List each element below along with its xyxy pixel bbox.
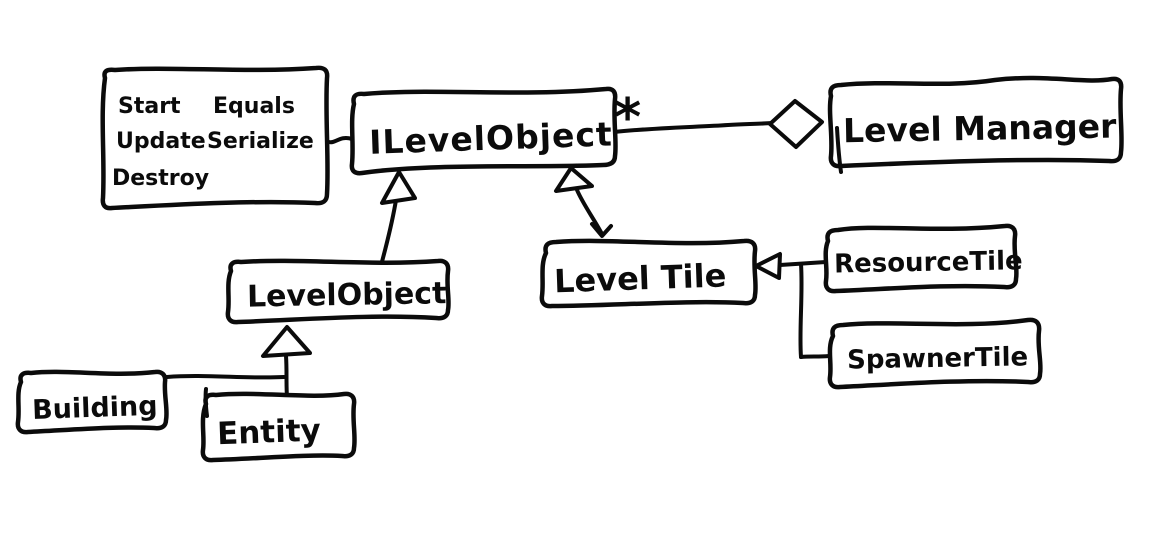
note-method-update: Update bbox=[116, 129, 206, 154]
ilevelobject-label: ILevelObject bbox=[369, 114, 614, 161]
arrowhead-leveltile-end bbox=[590, 222, 613, 238]
edge-lines bbox=[165, 121, 831, 399]
entity-label: Entity bbox=[216, 413, 321, 453]
aggregation-diamond-icon bbox=[768, 99, 824, 149]
spawnertile-label: SpawnerTile bbox=[847, 342, 1029, 375]
ilevelobject-box bbox=[349, 86, 618, 176]
spawner-tile-branch-vertical bbox=[798, 262, 804, 359]
entity-box bbox=[200, 391, 357, 463]
aggregation-line bbox=[612, 121, 774, 134]
note-method-start: Start bbox=[118, 94, 181, 119]
note-method-equals: Equals bbox=[213, 94, 295, 119]
interface-methods-note-box bbox=[100, 65, 330, 211]
resourcetile-box bbox=[823, 223, 1019, 294]
levelmanager-box bbox=[827, 75, 1124, 169]
uml-markers bbox=[261, 99, 824, 358]
levelobject-label: LevelObject bbox=[247, 276, 447, 314]
spawnertile-box bbox=[827, 317, 1043, 390]
resourcetile-label: ResourceTile bbox=[834, 246, 1023, 279]
note-method-serialize: Serialize bbox=[207, 129, 314, 154]
building-box bbox=[15, 369, 169, 435]
generalization-line-leveltile bbox=[575, 188, 604, 236]
entity-box-left-overshoot bbox=[203, 387, 209, 418]
multiplicity-star-label: * bbox=[614, 88, 641, 148]
leveltile-label: Level Tile bbox=[554, 256, 727, 300]
hollow-triangle-levelobject-icon bbox=[380, 170, 417, 205]
building-label: Building bbox=[32, 391, 158, 426]
hollow-triangle-tiles-icon bbox=[754, 252, 782, 280]
note-method-destroy: Destroy bbox=[112, 166, 209, 191]
entity-branch-vertical bbox=[284, 354, 289, 399]
building-branch-horizontal bbox=[165, 374, 286, 380]
levelobject-box bbox=[225, 258, 451, 325]
levelmanager-box-double-stroke bbox=[835, 126, 843, 174]
hollow-triangle-entity-icon bbox=[261, 325, 312, 358]
levelmanager-label: Level Manager bbox=[843, 106, 1118, 150]
leveltile-box bbox=[539, 238, 758, 309]
spawner-tile-branch-horizontal bbox=[799, 354, 831, 359]
class-boxes bbox=[15, 65, 1124, 463]
hollow-triangle-leveltile-icon bbox=[554, 166, 594, 193]
labels: Start Update Destroy Equals Serialize IL… bbox=[32, 88, 1118, 452]
note-attachment-line bbox=[327, 136, 354, 145]
